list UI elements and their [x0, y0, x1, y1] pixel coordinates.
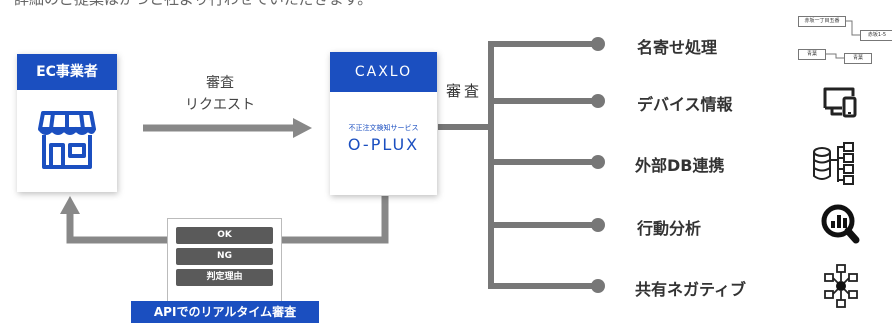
category-behavior-analysis: 行動分析 — [637, 219, 702, 238]
database-network-icon — [813, 142, 854, 185]
request-label-line1: 審査 — [206, 75, 234, 91]
shared-network-icon — [824, 264, 858, 308]
request-arrow-head — [293, 118, 312, 138]
devices-icon — [823, 87, 857, 118]
analytics-magnifier-icon — [821, 204, 860, 244]
ec-business-card: EC事業者 — [17, 54, 117, 192]
api-response-panel: OK NG 判定理由 — [167, 218, 282, 310]
address-box-1: 赤坂一丁目五番 — [798, 16, 846, 27]
branch-dots — [591, 37, 605, 293]
intro-text: 詳細のご提案はかつと社より行わせていただきます。 — [14, 0, 372, 9]
service-subtitle: 不正注文検知サービス — [348, 124, 419, 132]
request-label: 審査 リクエスト — [172, 72, 268, 116]
category-shared-negative: 共有ネガティブ — [635, 280, 747, 299]
branch-lines — [488, 41, 596, 289]
storefront-icon — [38, 111, 96, 169]
category-external-db: 外部DB連携 — [635, 156, 725, 175]
oplux-service-card: CAXLO 不正注文検知サービス O-PLUX — [330, 52, 437, 195]
response-reason: 判定理由 — [176, 269, 273, 286]
address-box-4: 青葉 — [844, 53, 872, 64]
caxlo-logo: CAXLO — [330, 52, 437, 92]
audit-label: 審査 — [446, 82, 483, 100]
category-device-info: デバイス情報 — [637, 95, 733, 114]
category-name-matching: 名寄せ処理 — [637, 38, 718, 57]
address-box-3: 青葉 — [798, 49, 826, 60]
ec-card-title: EC事業者 — [17, 54, 117, 90]
product-name: O-PLUX — [347, 135, 420, 154]
request-label-line2: リクエスト — [185, 97, 255, 113]
api-caption: APIでのリアルタイム審査 — [131, 301, 319, 323]
response-arrow-head — [60, 196, 80, 214]
response-ok: OK — [176, 227, 273, 244]
response-ng: NG — [176, 248, 273, 265]
address-match-icon: 赤坂一丁目五番 赤坂1-5 青葉 青葉 — [798, 6, 892, 66]
address-box-2: 赤坂1-5 — [860, 30, 892, 41]
